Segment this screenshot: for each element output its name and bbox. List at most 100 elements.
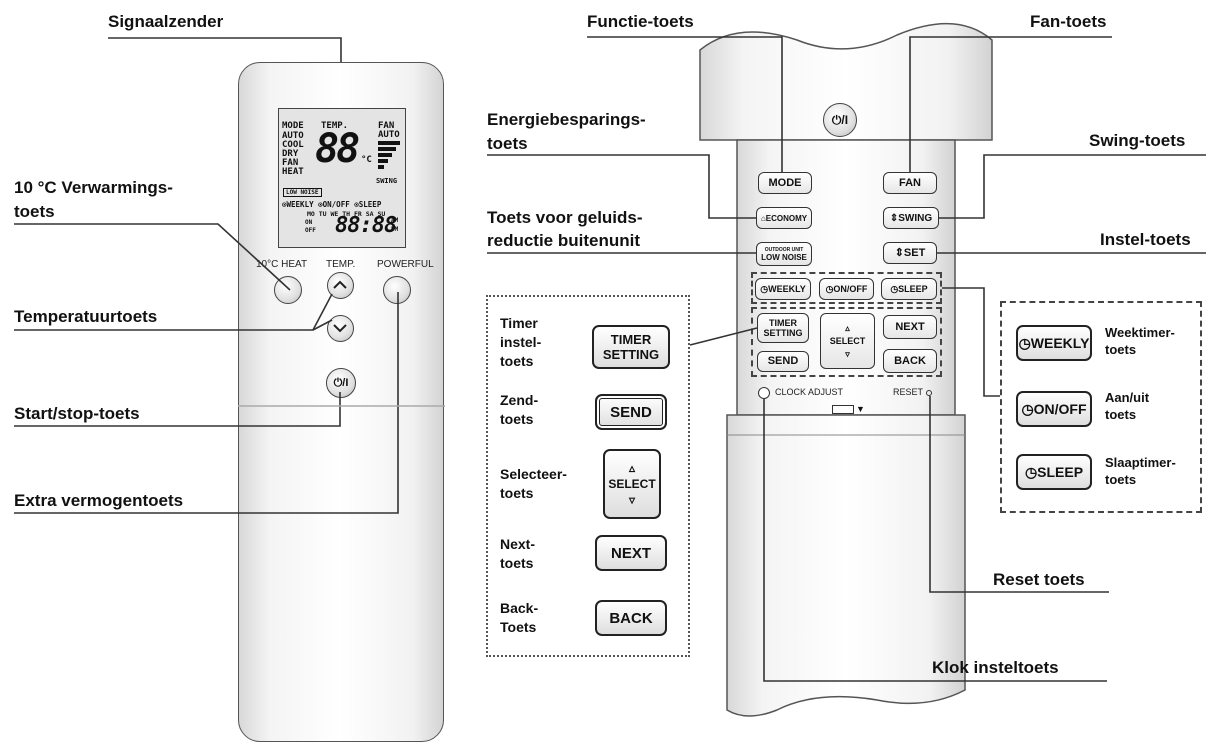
label-klok: Klok insteltoets (932, 658, 1059, 677)
legend-box-left (486, 295, 690, 657)
next-button[interactable]: NEXT (883, 315, 937, 339)
weekly-legend-label: Weektimer-toets (1105, 325, 1175, 357)
select-button[interactable]: ▵ SELECT ▿ (820, 313, 875, 369)
label-geluid-line2: reductie buitenunit (487, 231, 640, 250)
lcd-mode-item: DRY (282, 149, 299, 159)
weekly-legend-text: WEEKLY (1030, 335, 1090, 351)
lcd-mode-label: MODE (282, 121, 304, 131)
select-label: SELECT (829, 335, 866, 346)
low-noise-button[interactable]: OUTDOOR UNIT LOW NOISE (756, 242, 812, 266)
onoff-button[interactable]: ◷ON/OFF (819, 278, 874, 300)
swing-icon: ⇕ (889, 212, 899, 224)
powerful-button-caption: POWERFUL (377, 259, 434, 270)
label-geluid-line1: Toets voor geluids- (487, 208, 643, 227)
timer-legend-label-2: SETTING (602, 347, 660, 362)
sleep-legend-button: ◷SLEEP (1016, 454, 1092, 490)
lcd-mode-item: AUTO (282, 131, 304, 141)
reset-hole[interactable] (926, 390, 932, 396)
arrow-down-icon: ▼ (856, 404, 865, 414)
label-energie-line1: Energiebesparings- (487, 110, 646, 129)
lcd-mode-item: HEAT (282, 167, 304, 177)
lcd-mode-item: COOL (282, 140, 304, 150)
economy-icon: ⌂ (760, 213, 766, 223)
swing-label: SWING (898, 212, 933, 224)
sleep-legend-text: SLEEP (1037, 464, 1084, 480)
power-icon: ⏻/I (333, 376, 349, 389)
next-legend-button: NEXT (595, 535, 667, 571)
timer-setting-legend-button: TIMER SETTING (592, 325, 670, 369)
clock-adjust-caption: CLOCK ADJUST (775, 387, 844, 397)
weekly-legend-button: ◷WEEKLY (1016, 325, 1092, 361)
economy-label: ECONOMY (765, 213, 808, 223)
weekly-label: WEEKLY (768, 283, 806, 294)
lcd-days: MO TU WE TH FR SA SU (307, 210, 386, 218)
label-energie-line2: toets (487, 134, 528, 153)
chevron-down-icon (333, 324, 347, 333)
label-verwarmings-line2: toets (14, 202, 55, 221)
power-button-top[interactable]: ⏻/I (823, 103, 857, 137)
lcd-timer-row: ⊙WEEKLY ⊙ON/OFF ⊙SLEEP (282, 200, 382, 209)
clock-icon: ◷ (890, 283, 899, 294)
send-legend-label: Zend-toets (500, 392, 539, 427)
back-legend-button: BACK (595, 600, 667, 636)
lcd-fan-label: FAN (378, 121, 395, 131)
sleep-label: SLEEP (898, 283, 928, 294)
lcd-temp-label: TEMP. (321, 121, 349, 131)
clock-icon: ◷ (825, 283, 834, 294)
sleep-legend-label: Slaaptimer-toets (1105, 455, 1176, 487)
lcd-swing-label: SWING (376, 177, 398, 185)
lcd-temp-digits: 88 (315, 126, 360, 172)
triangle-down-icon: ▿ (628, 493, 636, 507)
label-fan: Fan-toets (1030, 12, 1107, 31)
onoff-label: ON/OFF (833, 283, 868, 294)
settings-button-group-outline (751, 307, 942, 377)
lcd-time: 88:88 (335, 213, 397, 238)
select-legend-text: SELECT (608, 477, 656, 491)
weekly-button[interactable]: ◷WEEKLY (755, 278, 811, 300)
select-legend-label: Selecteer-toets (500, 466, 567, 501)
lcd-fan-auto: AUTO (378, 130, 400, 140)
lcd-fan-bars (378, 141, 400, 173)
back-legend-label: Back-Toets (500, 600, 539, 635)
chevron-up-icon (333, 280, 347, 289)
fan-button[interactable]: FAN (883, 172, 937, 194)
label-extra-vermogen: Extra vermogentoets (14, 491, 184, 510)
label-startstop: Start/stop-toets (14, 404, 140, 423)
send-button[interactable]: SEND (757, 351, 809, 372)
set-label: SET (903, 246, 926, 259)
send-legend-button: SEND (595, 394, 667, 430)
swing-button[interactable]: ⇕SWING (883, 207, 939, 229)
sleep-button[interactable]: ◷SLEEP (881, 278, 937, 300)
heat-button-caption: 10°C HEAT (256, 259, 308, 270)
power-icon: ⏻/I (831, 112, 849, 127)
onoff-legend-text: ON/OFF (1033, 401, 1087, 417)
lcd-off: OFF (305, 227, 316, 234)
back-button[interactable]: BACK (883, 349, 937, 373)
select-legend-button: ▵ SELECT ▿ (603, 449, 661, 519)
lcd-low-noise: LOW NOISE (283, 188, 322, 197)
temp-button-caption: TEMP. (326, 259, 356, 270)
label-signaalzender: Signaalzender (108, 12, 224, 31)
powerful-button[interactable] (383, 276, 411, 304)
next-legend-label: Next-toets (500, 536, 536, 571)
lcd-on: ON (305, 219, 313, 226)
clock-icon: ◷ (1018, 334, 1031, 351)
timer-setting-label-1: TIMER (769, 318, 797, 328)
lcd-pm: PM (391, 226, 399, 233)
reset-caption: RESET (893, 387, 924, 397)
economy-button[interactable]: ⌂ECONOMY (756, 207, 812, 229)
set-button[interactable]: ⇕SET (883, 242, 937, 264)
label-verwarmings-line1: 10 °C Verwarmings- (14, 178, 173, 197)
lcd-display: MODE AUTO COOL DRY FAN HEAT TEMP. 88 °C … (278, 108, 406, 248)
triangle-up-icon: ▵ (628, 461, 636, 475)
start-stop-button[interactable]: ⏻/I (326, 368, 356, 398)
clock-icon: ◷ (760, 283, 769, 294)
lcd-temp-unit: °C (361, 155, 372, 165)
mode-button[interactable]: MODE (758, 172, 812, 194)
low-noise-label: LOW NOISE (761, 252, 807, 262)
battery-icon (832, 405, 854, 414)
label-reset: Reset toets (993, 570, 1085, 589)
outdoor-unit-label: OUTDOOR UNIT (764, 246, 804, 253)
timer-setting-button[interactable]: TIMER SETTING (757, 313, 809, 343)
